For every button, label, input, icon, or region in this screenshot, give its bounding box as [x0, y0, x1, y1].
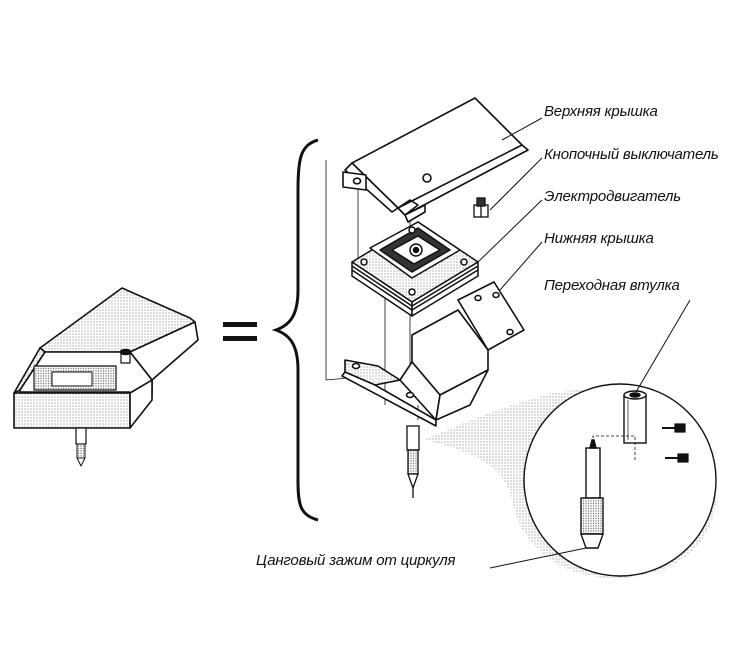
detail-zoom [424, 383, 717, 579]
curly-brace [271, 138, 319, 522]
assembled-base-front [13, 392, 131, 429]
label-adapter-sleeve: Переходная втулка [544, 277, 680, 294]
label-motor: Электродвигатель [544, 188, 681, 205]
screws [662, 423, 689, 463]
assembled-device [13, 287, 199, 467]
label-top-cover: Верхняя крышка [544, 103, 658, 120]
label-bottom-cover: Нижняя крышка [544, 230, 654, 247]
bottom-cover-part [341, 281, 525, 427]
label-collet-clamp: Цанговый зажим от циркуля [256, 552, 456, 569]
collet-detail [580, 439, 604, 549]
detail-circle [523, 383, 717, 577]
label-push-switch: Кнопочный выключатель [544, 146, 719, 163]
push-switch-part [473, 197, 489, 218]
adapter-sleeve-part [623, 390, 647, 444]
collet-part [406, 425, 420, 498]
assembled-collet [75, 427, 87, 467]
motor-part [351, 221, 479, 317]
top-cover-part [342, 97, 529, 223]
assembled-switch [119, 348, 132, 364]
equals-sign [223, 322, 257, 341]
leader-lines [477, 117, 691, 569]
